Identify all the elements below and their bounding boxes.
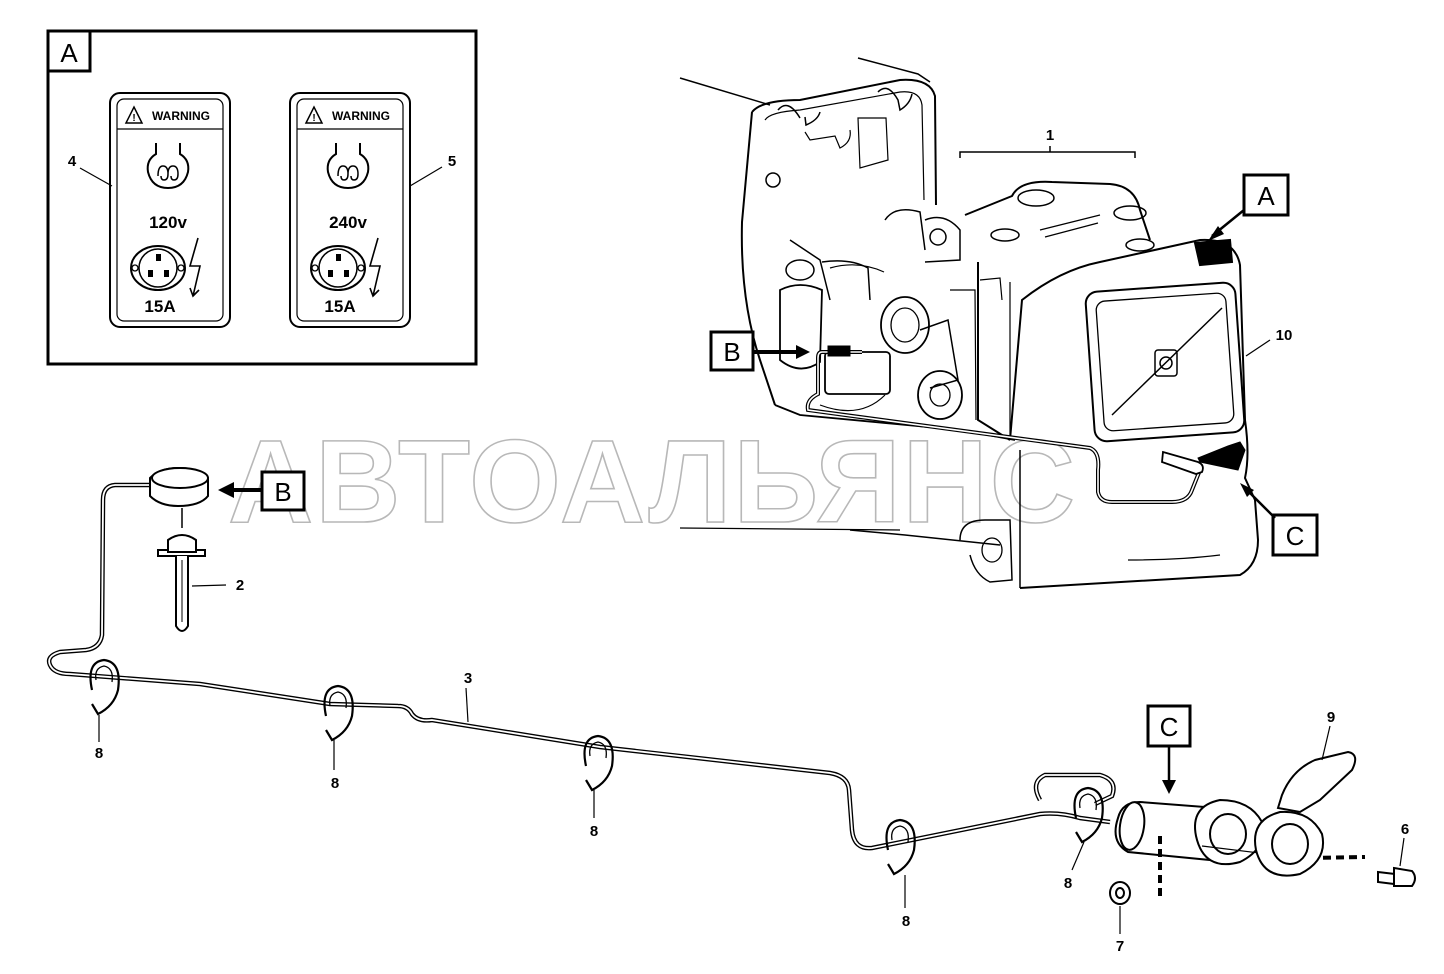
cable-clamp <box>583 734 614 792</box>
callout-a-engine: A <box>1208 173 1290 241</box>
part-number-4: 4 <box>68 153 77 170</box>
cable-clamp <box>323 684 354 742</box>
callout-b-harness: B <box>218 470 306 512</box>
callout-c-letter: C <box>1286 521 1305 551</box>
warning-label-120v-header: WARNING <box>152 109 210 123</box>
part-number-6: 6 <box>1401 821 1409 838</box>
cable-clamp <box>1073 786 1104 844</box>
watermark-text: АВТОАЛЬЯНС <box>228 416 1077 548</box>
part-number-2: 2 <box>236 577 244 594</box>
heater-cable-harness <box>46 482 1116 851</box>
part-number-8-clamp-1: 8 <box>95 745 103 762</box>
svg-text:!: ! <box>312 113 315 124</box>
part-number-1: 1 <box>1046 127 1054 144</box>
callout-b-letter: B <box>723 337 740 367</box>
mounting-nut <box>1109 881 1131 905</box>
warning-label-240v-amperage: 15A <box>324 297 355 316</box>
cable-clamp <box>89 658 120 716</box>
warning-label-120v: ! WARNING 120v 15A <box>109 92 231 328</box>
socket-mounting-screw-dashes <box>1158 836 1366 896</box>
part-number-8-clamp-5: 8 <box>1064 875 1072 892</box>
callout-a-letter: A <box>1257 181 1275 211</box>
lightning-bolt-icon <box>368 237 382 298</box>
lightning-bolt-icon <box>188 237 202 298</box>
callout-c-engine: C <box>1240 483 1319 557</box>
part-number-8-clamp-3: 8 <box>590 823 598 840</box>
part-number-3: 3 <box>464 670 472 687</box>
callout-c-socket: C <box>1146 704 1192 794</box>
socket-cover-cap <box>1254 750 1357 877</box>
socket-body <box>1114 798 1301 866</box>
warning-triangle-icon <box>124 105 144 124</box>
part-number-8-clamp-2: 8 <box>331 775 339 792</box>
warning-label-120v-amperage: 15A <box>144 297 175 316</box>
mounting-screw <box>1377 866 1416 887</box>
svg-text:!: ! <box>132 113 135 124</box>
power-socket-icon <box>310 245 366 291</box>
callout-b-harness-letter: B <box>274 477 291 507</box>
heater-element-icon <box>146 143 190 190</box>
heater-connector-b <box>149 466 209 528</box>
part-number-10: 10 <box>1276 327 1293 344</box>
part-number-7: 7 <box>1116 938 1124 955</box>
part-number-5: 5 <box>448 153 456 170</box>
warning-label-240v: ! WARNING 240v 15A <box>289 92 411 328</box>
warning-label-240v-header: WARNING <box>332 109 390 123</box>
warning-label-240v-voltage: 240v <box>329 213 367 232</box>
heater-element-icon <box>326 143 370 190</box>
callout-b-engine: B <box>709 330 810 372</box>
detail-a-panel: A ! WARNING 120v <box>46 29 478 366</box>
cable-clamp <box>885 818 916 876</box>
engine-cable-routing <box>805 345 1246 504</box>
power-socket-icon <box>130 245 186 291</box>
callout-c-socket-letter: C <box>1160 712 1179 742</box>
block-heater-element <box>157 534 206 632</box>
part-number-8-clamp-4: 8 <box>902 913 910 930</box>
warning-triangle-icon <box>304 105 324 124</box>
part-number-9: 9 <box>1327 709 1335 726</box>
engine-assembly <box>679 57 1260 589</box>
warning-label-120v-voltage: 120v <box>149 213 187 232</box>
detail-a-panel-letter: A <box>60 38 78 68</box>
